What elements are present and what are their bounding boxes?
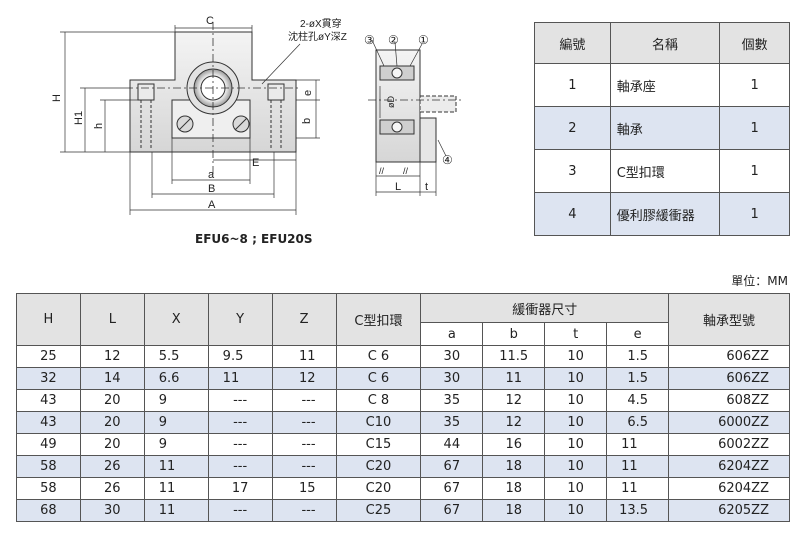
header-bearing: 軸承型號 (668, 293, 790, 346)
table-row: 32 14 6.6 11 12 C 6 30 11 10 1.5 606ZZ (16, 367, 790, 390)
dim-phiD-label: øD (386, 96, 396, 108)
table-row: 43 20 9 --- --- C10 35 12 10 6.5 6000ZZ (16, 411, 790, 434)
table-row: 4 優利膠緩衝器 1 (534, 192, 790, 236)
table-row: 68 30 11 --- --- C25 67 18 10 13.5 6205Z… (16, 499, 790, 522)
header-a: a (420, 322, 484, 346)
mount-hole-right (267, 83, 285, 101)
dim-H-label: H (51, 94, 63, 102)
header-L: L (79, 293, 145, 346)
mount-hole-left (137, 83, 155, 101)
unit-label: 單位：MM (731, 274, 788, 288)
side-buffer (419, 117, 437, 163)
dim-a-label: a (208, 169, 215, 181)
header-Y: Y (207, 293, 273, 346)
dims-header-row-1: H L X Y Z C型扣環 緩衝器尺寸 軸承型號 (16, 293, 790, 346)
dim-C-label: C (206, 15, 214, 27)
header-t: t (544, 322, 608, 346)
tick-mark-right: // (403, 166, 409, 176)
table-row: 1 軸承座 1 (534, 63, 790, 107)
dim-e-label: e (302, 90, 314, 96)
header-H: H (16, 293, 81, 346)
header-ring: C型扣環 (335, 293, 422, 346)
tick-mark-left: // (379, 166, 385, 176)
side-view: ③ ② ① ④ øD L t // // (364, 33, 462, 196)
screw-left (176, 115, 194, 133)
dim-h-label: h (93, 123, 105, 129)
parts-header-row: 編號 名稱 個數 (534, 22, 790, 64)
side-bearing (379, 65, 415, 135)
table-row: 3 C型扣環 1 (534, 149, 790, 193)
hole-note-line1: 2-øX貫穿 (300, 17, 342, 30)
table-row: 49 20 9 --- --- C15 44 16 10 11 6002ZZ (16, 433, 790, 456)
dim-L-label: L (395, 181, 401, 193)
dim-B-label: B (208, 183, 215, 195)
drawing-caption: EFU6~8 ; EFU20S (195, 232, 313, 246)
front-view: C 2-øX貫穿 沈柱孔øY深Z H H1 h e b E a B A (51, 15, 347, 215)
header-buffer: 緩衝器尺寸 (420, 293, 670, 323)
callout-2: ② (388, 33, 399, 47)
dimensions-table: H L X Y Z C型扣環 緩衝器尺寸 軸承型號 a b t e 25 12 … (16, 293, 790, 522)
callout-1: ① (418, 33, 429, 47)
parts-header-qty: 個數 (719, 22, 790, 64)
dims-header-row-2: a b t e (17, 322, 790, 346)
header-e: e (606, 322, 670, 346)
dim-A-label: A (208, 199, 216, 211)
technical-drawing: C 2-øX貫穿 沈柱孔øY深Z H H1 h e b E a B A (51, 15, 462, 215)
dimension-lines (60, 25, 320, 215)
callout-4: ④ (442, 153, 453, 167)
hole-note-line2: 沈柱孔øY深Z (288, 30, 347, 43)
header-X: X (143, 293, 209, 346)
table-row: 2 軸承 1 (534, 106, 790, 150)
header-Z: Z (271, 293, 337, 346)
callout-3: ③ (364, 33, 375, 47)
table-row: 43 20 9 --- --- C 8 35 12 10 4.5 608ZZ (16, 389, 790, 412)
dim-E-label: E (252, 157, 259, 169)
table-row: 58 26 11 17 15 C20 67 18 10 11 6204ZZ (16, 477, 790, 500)
table-row: 58 26 11 --- --- C20 67 18 10 11 6204ZZ (16, 455, 790, 478)
header-b: b (482, 322, 546, 346)
parts-table: 編號 名稱 個數 1 軸承座 1 2 軸承 1 3 C型扣環 1 4 優利膠緩衝… (534, 22, 790, 236)
shaft (419, 95, 457, 113)
dim-t-label: t (425, 181, 428, 193)
parts-header-name: 名稱 (609, 22, 721, 64)
parts-header-no: 編號 (534, 22, 611, 64)
dim-H1-label: H1 (73, 111, 85, 125)
table-row: 25 12 5.5 9.5 11 C 6 30 11.5 10 1.5 606Z… (16, 345, 790, 368)
dim-b-label: b (301, 118, 313, 124)
screw-right (232, 115, 250, 133)
